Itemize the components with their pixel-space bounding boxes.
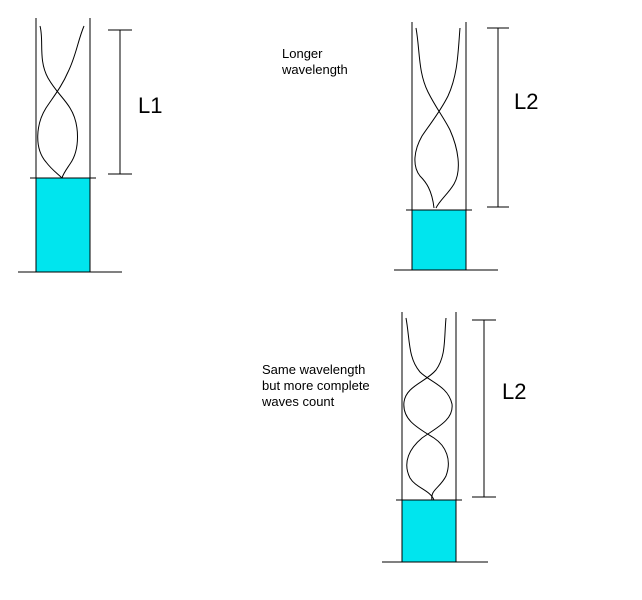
note-line: but more complete — [262, 378, 370, 393]
tube-3 — [382, 312, 496, 563]
note-line: Longer — [282, 46, 323, 61]
tube-3-water — [401, 499, 457, 563]
note-line: Same wavelength — [262, 362, 366, 377]
note-longer-wavelength: Longer wavelength — [282, 46, 348, 78]
tube-3-wave-curve-a — [405, 317, 453, 501]
tube-2-wave-curve-b — [414, 27, 461, 209]
tube-2 — [394, 22, 509, 271]
tube-1-water — [35, 177, 91, 273]
note-same-wavelength: Same wavelength but more complete waves … — [262, 362, 370, 410]
tube-2-water — [411, 209, 467, 271]
tube-3-wave-curve-b — [403, 317, 449, 501]
tube-2-wave-curve-a — [415, 27, 459, 209]
tube-1-wave-curve-a — [39, 25, 78, 179]
note-line: waves count — [262, 394, 335, 409]
length-label-l2-bottom: L2 — [502, 379, 527, 404]
note-line: wavelength — [282, 62, 348, 77]
tube-1 — [18, 18, 132, 273]
length-label-l1: L1 — [138, 93, 163, 118]
length-label-l2-top: L2 — [514, 89, 539, 114]
tube-1-wave-curve-b — [37, 25, 85, 179]
